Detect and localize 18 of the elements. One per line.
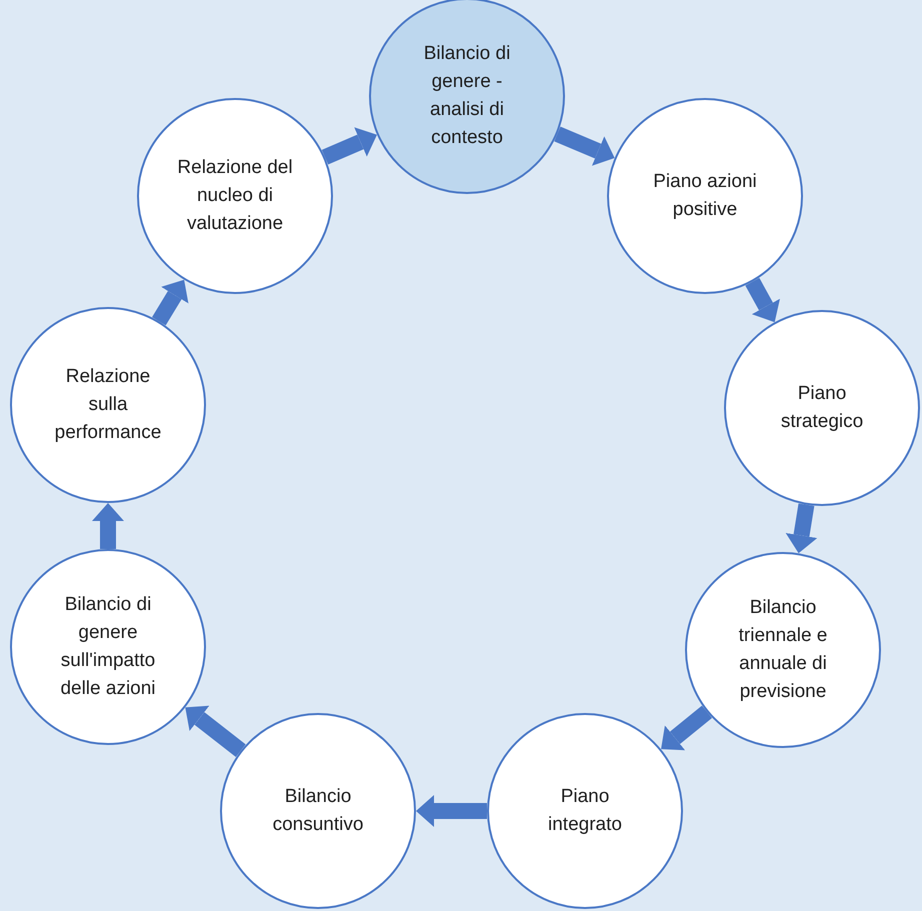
block-arrow xyxy=(661,706,712,750)
step-label: Relazione del nucleo di valutazione xyxy=(176,156,294,236)
block-arrow xyxy=(185,706,246,757)
step-label: Piano integrato xyxy=(547,785,623,837)
step-label: Piano strategico xyxy=(780,382,864,434)
block-arrow xyxy=(322,127,377,165)
block-arrow xyxy=(745,278,780,322)
step-label: Bilancio di genere sull'impatto delle azioni xyxy=(59,593,157,701)
step-label: Piano azioni positive xyxy=(652,170,758,222)
step-label: Bilancio consuntivo xyxy=(272,785,364,837)
block-arrow xyxy=(786,503,818,554)
block-arrow xyxy=(416,795,487,827)
step-label: Bilancio triennale e annuale di previsione xyxy=(738,596,828,704)
step-label: Relazione sulla performance xyxy=(54,365,162,445)
step-label: Bilancio di genere - analisi di contesto xyxy=(422,42,512,150)
block-arrow xyxy=(554,126,615,166)
block-arrow xyxy=(92,503,124,549)
block-arrow xyxy=(152,280,188,326)
